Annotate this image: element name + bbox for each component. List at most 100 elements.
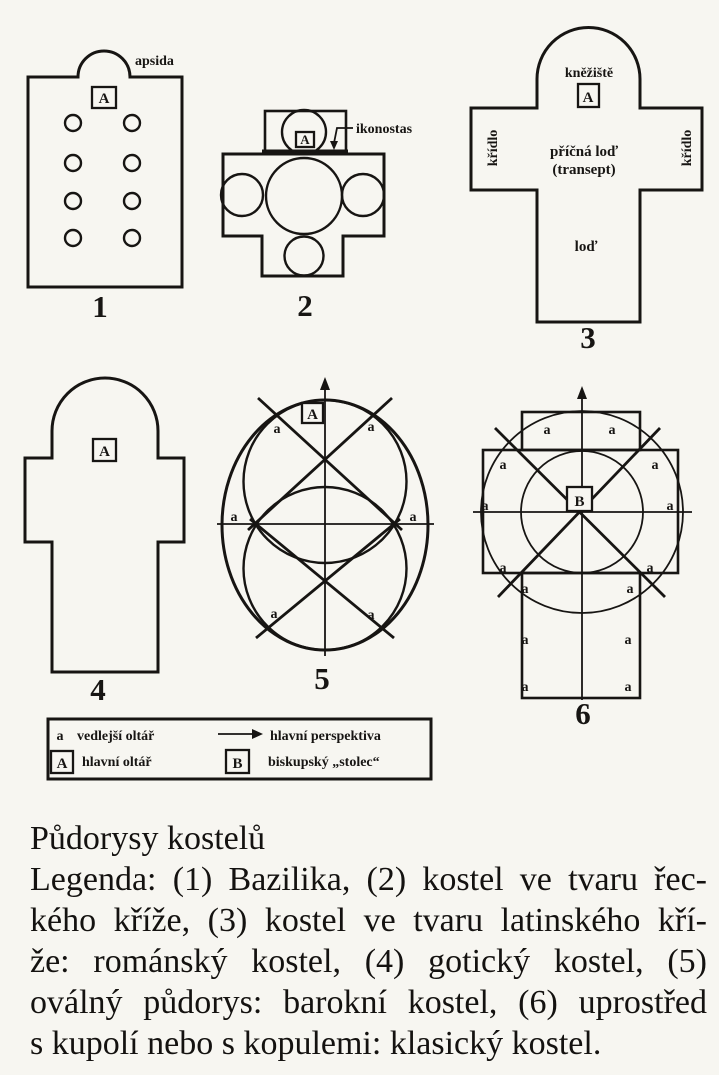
- fig3-transept-label-line2: (transept): [552, 162, 615, 178]
- side-altar-label: a: [522, 680, 529, 695]
- fig4-number: 4: [90, 672, 106, 707]
- fig1-number: 1: [92, 289, 108, 324]
- side-altar-label: a: [271, 607, 278, 622]
- fig3-outline: [469, 26, 704, 324]
- fig2-left-dome: [219, 172, 265, 218]
- column: [63, 113, 83, 133]
- fig4-outline: [23, 376, 186, 674]
- column: [63, 228, 83, 248]
- fig5-side-altars: a a a a a a: [231, 420, 417, 623]
- caption-title: Půdorysy kostelů: [30, 820, 266, 857]
- fig1-outline: [26, 49, 184, 289]
- legend-arrowhead: [252, 729, 263, 739]
- column: [122, 228, 142, 248]
- fig3-main-altar-letter: A: [583, 90, 594, 106]
- fig5-diagonal: [255, 517, 401, 640]
- fig4-main-altar-box: [91, 437, 118, 463]
- fig6-number: 6: [575, 696, 591, 731]
- side-altar-label: a: [652, 458, 659, 473]
- side-altar-label: a: [410, 510, 417, 525]
- fig2-main-altar-box: [294, 130, 316, 149]
- legend-bishop-box: [224, 748, 251, 775]
- legend-main-altar-label: hlavní oltář: [82, 755, 152, 770]
- side-altar-label: a: [544, 423, 551, 438]
- legend-main-altar-symbol: A: [57, 756, 68, 772]
- legend-perspective-label: hlavní perspektiva: [270, 729, 381, 744]
- fig5-main-altar-box: [300, 401, 325, 425]
- side-altar-label: a: [274, 422, 281, 437]
- fig5-number: 5: [314, 661, 330, 696]
- fig6-bishop-seat-box: [565, 485, 594, 513]
- fig2-iconostasis-pointer: [333, 127, 353, 144]
- fig1-columns: [63, 113, 142, 248]
- fig5-diagonal: [257, 396, 403, 532]
- fig5-baroque-oval: A a a a a a a 5: [217, 377, 434, 696]
- fig3-chancel-label: kněžiště: [565, 66, 613, 81]
- fig2-apse-dome: [280, 108, 328, 156]
- caption-line: Legenda: (1) Bazilika, (2) kostel ve tva…: [30, 861, 707, 898]
- legend-bishop-label: biskupský „stolec“: [268, 755, 380, 770]
- fig4-main-altar-letter: A: [99, 444, 110, 460]
- fig3-number: 3: [580, 320, 596, 355]
- fig5-main-altar-letter: A: [307, 407, 318, 423]
- fig3-latin-cross: kněžiště A křídlo křídlo příčná loď (tra…: [469, 26, 704, 355]
- legend-main-altar-box: [49, 749, 75, 775]
- fig1-main-altar-box: [90, 85, 118, 110]
- side-altar-label: a: [522, 582, 529, 597]
- fig6-axis-arrowhead: [577, 386, 587, 399]
- fig6-classical: B a a a a a a a a a a a a a a 6: [473, 386, 692, 731]
- fig2-outline: [221, 152, 386, 278]
- caption-line-last: s kupolí nebo s kopulemi: klasický koste…: [30, 1025, 602, 1062]
- side-altar-label: a: [231, 510, 238, 525]
- side-altar-label: a: [368, 608, 375, 623]
- fig2-main-altar-letter: A: [300, 132, 310, 147]
- fig5-axis-arrowhead: [320, 377, 330, 390]
- side-altar-label: a: [625, 680, 632, 695]
- side-altar-label: a: [500, 458, 507, 473]
- column: [122, 153, 142, 173]
- fig2-central-dome: [264, 156, 344, 236]
- column: [122, 113, 142, 133]
- fig2-number: 2: [297, 288, 313, 323]
- fig4-gothic: A 4: [23, 376, 186, 707]
- caption: Půdorysy kostelů Legenda: (1) Bazilika, …: [30, 818, 707, 1064]
- fig6-side-altars: a a a a a a a a a a a a a a: [482, 423, 674, 695]
- legend-side-altar-label: vedlejší oltář: [77, 729, 154, 744]
- column: [63, 153, 83, 173]
- fig3-right-wing-label: křídlo: [680, 130, 695, 167]
- fig2-greek-cross: A ikonostas 2: [219, 108, 413, 323]
- legend-box: a vedlejší oltář hlavní perspektiva A hl…: [46, 717, 433, 781]
- caption-line: kého kříže, (3) kostel ve tvaru latinské…: [30, 902, 707, 939]
- fig3-left-wing-label: křídlo: [486, 130, 501, 167]
- fig1-apse-label: apsida: [135, 54, 174, 69]
- side-altar-label: a: [667, 499, 674, 514]
- fig1-main-altar-letter: A: [99, 91, 110, 107]
- side-altar-label: a: [482, 499, 489, 514]
- fig6-diagonal: [496, 427, 662, 598]
- side-altar-label: a: [647, 561, 654, 576]
- side-altar-label: a: [500, 561, 507, 576]
- fig1-basilica: apsida A 1: [26, 49, 184, 324]
- fig6-sanctuary-rect: [520, 410, 642, 452]
- column: [122, 191, 142, 211]
- fig3-main-altar-box: [576, 82, 601, 109]
- side-altar-label: a: [368, 420, 375, 435]
- fig3-nave-label: loď: [575, 239, 598, 255]
- fig2-iconostasis-label: ikonostas: [356, 122, 413, 137]
- side-altar-label: a: [625, 633, 632, 648]
- fig2-pointer-arrowhead: [330, 141, 338, 150]
- legend-bishop-symbol: B: [232, 756, 242, 772]
- side-altar-label: a: [609, 423, 616, 438]
- caption-line: že: románský kostel, (4) gotický kostel,…: [30, 943, 707, 980]
- fig6-bishop-seat-letter: B: [574, 494, 584, 510]
- fig2-right-dome: [340, 172, 386, 218]
- legend-border: [46, 717, 433, 781]
- fig2-bottom-dome: [283, 235, 325, 277]
- fig5-diagonal: [249, 517, 395, 640]
- fig6-nave-rect: [520, 571, 642, 700]
- caption-line: oválný půdorys: barokní kostel, (6) upro…: [30, 984, 707, 1021]
- fig3-transept-label-line1: příčná loď: [550, 144, 618, 160]
- fig5-diagonal: [247, 396, 393, 532]
- legend-side-altar-symbol: a: [57, 729, 64, 744]
